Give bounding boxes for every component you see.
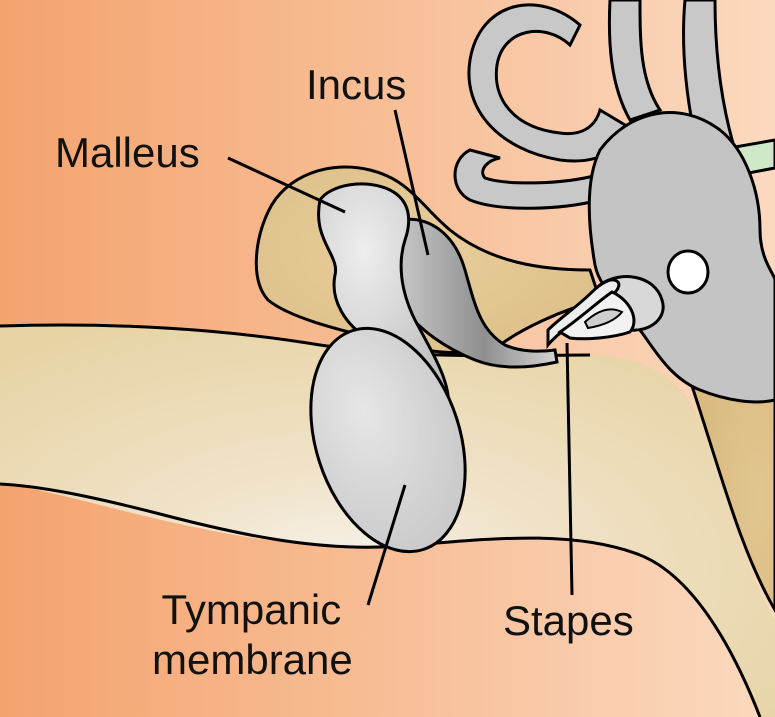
tympanic-membrane-label: Tympanic membrane (150, 585, 353, 684)
tympanic-membrane (309, 326, 467, 554)
incus-leader-line (393, 109, 430, 256)
incus-label: Incus (306, 61, 407, 108)
inner-ear-labyrinth (453, 0, 775, 404)
stapes (546, 278, 636, 350)
malleus-leader-line (227, 156, 346, 214)
tympanic-leader-line (366, 484, 407, 606)
stapes-leader-line (565, 342, 574, 596)
tympanic-label-line2: membrane (152, 635, 353, 683)
stapes-label: Stapes (503, 597, 634, 644)
malleus-label: Malleus (55, 129, 200, 176)
tympanic-label-line1: Tympanic (161, 586, 342, 633)
